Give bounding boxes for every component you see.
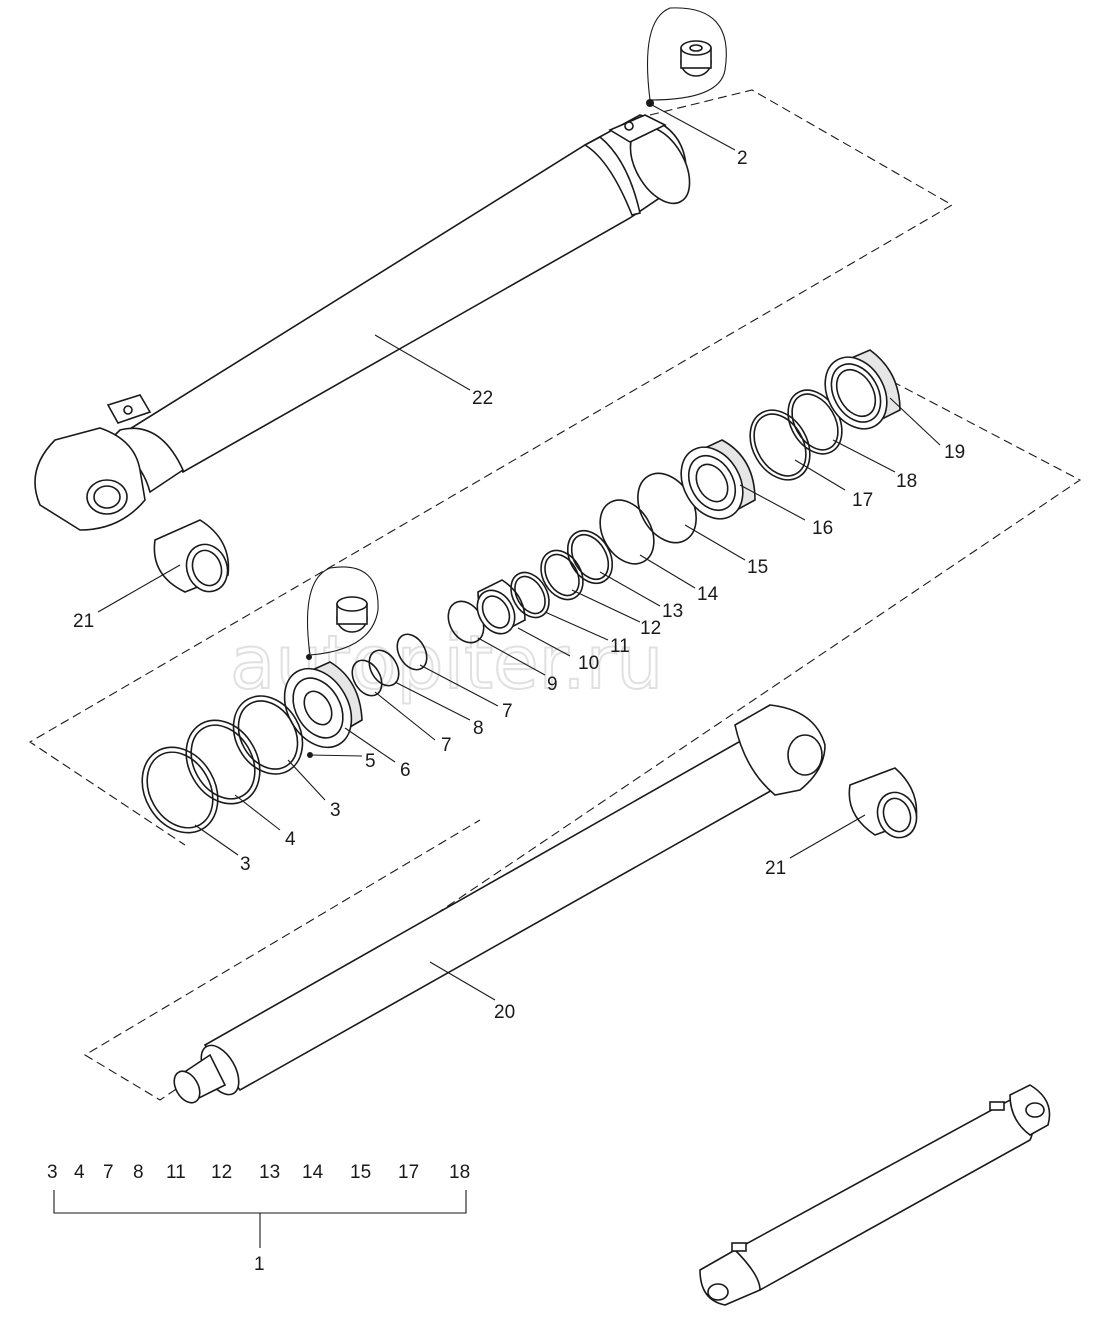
callout-12: 12 <box>640 618 661 639</box>
kit-member: 14 <box>302 1162 324 1183</box>
kit-member: 8 <box>133 1162 144 1183</box>
bushing-top <box>153 519 230 593</box>
callout-19: 19 <box>944 442 965 463</box>
rod-guide-rings <box>447 579 526 644</box>
callout-3-lower: 3 <box>240 854 251 875</box>
cylinder-barrel <box>34 114 691 531</box>
callout-7-left: 7 <box>441 735 452 756</box>
small-o-rings <box>351 633 428 697</box>
kit-member: 3 <box>47 1162 58 1183</box>
callout-22: 22 <box>472 388 493 409</box>
callout-6: 6 <box>400 760 411 781</box>
callout-18: 18 <box>896 471 917 492</box>
kit-member: 15 <box>350 1162 371 1183</box>
piston <box>283 566 379 758</box>
callout-4: 4 <box>285 829 296 850</box>
leader-lines <box>97 104 941 1001</box>
callout-labels: 2 22 21 19 18 17 16 15 14 13 12 11 10 9 … <box>73 148 965 1023</box>
callout-5: 5 <box>365 751 376 772</box>
kit-member: 13 <box>259 1162 280 1183</box>
callout-2: 2 <box>737 148 748 169</box>
kit-member: 18 <box>449 1162 470 1183</box>
callout-3-upper: 3 <box>330 800 341 821</box>
gland-nut <box>824 349 901 430</box>
callout-16: 16 <box>812 518 833 539</box>
callout-10: 10 <box>578 653 599 674</box>
piston-seals <box>141 695 304 834</box>
callout-20: 20 <box>494 1002 515 1023</box>
kit-bracket <box>53 1190 467 1214</box>
callout-7-right: 7 <box>502 701 513 722</box>
callout-17: 17 <box>852 490 873 511</box>
kit-label: 1 <box>254 1254 265 1275</box>
piston-rod <box>173 704 826 1104</box>
cylinder-overview-thumbnail <box>699 1084 1051 1306</box>
callout-21-top: 21 <box>73 611 94 632</box>
cylinder-head-gland <box>680 439 756 520</box>
head-seals <box>510 472 697 619</box>
grease-nipple-detail <box>646 7 727 107</box>
kit-member: 7 <box>103 1162 114 1183</box>
callout-21-bottom: 21 <box>765 858 786 879</box>
kit-member: 11 <box>166 1162 186 1183</box>
callout-14: 14 <box>697 584 719 605</box>
callout-15: 15 <box>747 557 768 578</box>
kit-member: 12 <box>211 1162 232 1183</box>
kit-member: 4 <box>74 1162 85 1183</box>
callout-8: 8 <box>473 718 484 739</box>
callout-11: 11 <box>610 636 630 657</box>
bushing-bottom <box>848 767 918 839</box>
callout-9: 9 <box>547 674 558 695</box>
kit-member: 17 <box>398 1162 419 1183</box>
assembly-dashed-lines <box>28 89 1082 1101</box>
callout-13: 13 <box>662 601 683 622</box>
repair-kit-list: 3 4 7 8 11 12 13 14 15 17 18 1 <box>47 1162 470 1275</box>
